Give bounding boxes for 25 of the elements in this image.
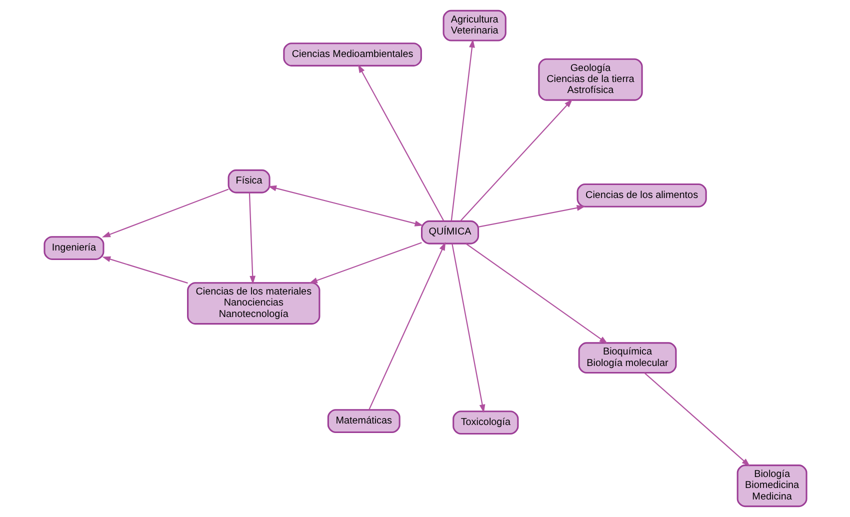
node-box: Ciencias Medioambientales	[282, 42, 422, 66]
arrow	[465, 243, 608, 344]
node-box: Ciencias de los alimentos	[576, 183, 706, 208]
arrow	[357, 64, 444, 222]
arrow	[644, 372, 750, 466]
node-box: Biología Biomedicina Medicina	[736, 464, 807, 508]
arrow	[308, 242, 422, 284]
node-box: Física	[227, 169, 270, 194]
arrow	[478, 205, 585, 228]
arrow	[451, 244, 485, 413]
arrow	[248, 192, 256, 284]
arrow	[368, 242, 446, 410]
node-box: Toxicología	[452, 410, 518, 434]
node-box: Geología Ciencias de la tierra Astrofísica	[538, 58, 642, 101]
node-box: Ciencias de los materiales Nanociencias Nanotecnología	[186, 282, 320, 325]
node-box: QUÍMICA	[420, 220, 479, 244]
node-box: Ingeniería	[43, 236, 104, 260]
arrow	[101, 188, 228, 238]
arrow	[459, 99, 572, 222]
arrow	[102, 256, 188, 284]
node-box: Agricultura Veterinaria	[442, 10, 506, 42]
arrow	[268, 185, 423, 226]
node-box: Matemáticas	[326, 409, 400, 433]
arrow	[450, 39, 474, 222]
node-box: Bioquímica Biología molecular	[578, 342, 676, 374]
